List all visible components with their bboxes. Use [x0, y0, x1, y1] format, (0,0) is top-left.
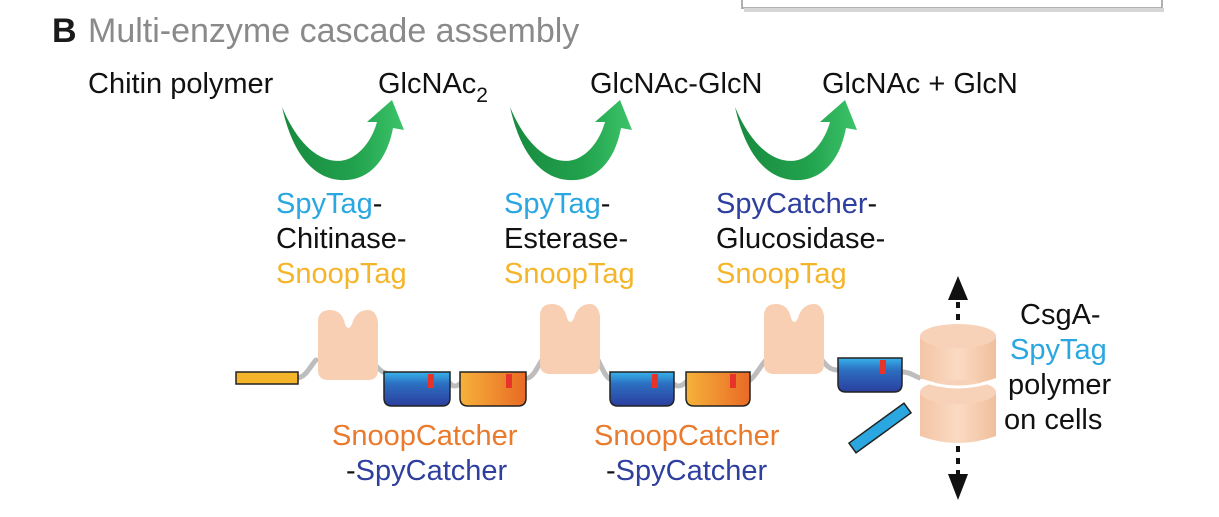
product-glcnac2: GlcNAc2	[378, 68, 488, 107]
enzyme-glucosidase	[764, 304, 824, 374]
csga-line4: on cells	[1004, 404, 1103, 436]
enzyme-1-tag-n: SpyTag-	[276, 188, 383, 220]
csga-fiber	[919, 324, 997, 443]
enzyme-3-name: Glucosidase-	[716, 223, 886, 255]
snooptag-bar	[235, 371, 299, 385]
fiber-growth-arrow-down	[948, 446, 968, 500]
enzyme-1-tag-c: SnoopTag	[276, 258, 407, 290]
csga-line3: polymer	[1008, 369, 1112, 401]
substrate-chitin: Chitin polymer	[88, 68, 274, 100]
header-box-edge	[741, 0, 1164, 12]
fiber-growth-arrow-up	[948, 276, 968, 320]
spycatcher-domain-3	[837, 357, 903, 393]
spytag-bar	[847, 402, 913, 454]
panel-title: Multi-enzyme cascade assembly	[88, 12, 580, 50]
snoopcatcher-domain-2	[685, 371, 751, 407]
linker-2-line1: SnoopCatcher	[594, 420, 780, 452]
enzyme-esterase	[540, 304, 600, 374]
enzyme-2-tag-n: SpyTag-	[504, 188, 611, 220]
csga-line1: CsgA-	[1020, 299, 1101, 331]
enzyme-2-name: Esterase-	[504, 223, 629, 255]
product-glcnac-glcn: GlcNAc-GlcN	[590, 68, 763, 100]
product-glcnac-glcn-mono: GlcNAc + GlcN	[822, 68, 1018, 100]
enzyme-2-tag-c: SnoopTag	[504, 258, 635, 290]
enzyme-3-tag-c: SnoopTag	[716, 258, 847, 290]
reaction-arrow-2	[510, 100, 632, 181]
linker-2-line2: -SpyCatcher	[606, 455, 768, 487]
spycatcher-domain-1	[383, 371, 451, 407]
snoopcatcher-domain-1	[459, 371, 527, 407]
enzyme-chitinase	[318, 310, 378, 380]
reaction-arrow-1	[282, 100, 404, 181]
reaction-arrow-3	[735, 100, 857, 181]
csga-line2: SpyTag	[1010, 334, 1107, 366]
panel-letter: B	[52, 12, 77, 50]
linker-1-line2: -SpyCatcher	[346, 455, 508, 487]
linker-1-line1: SnoopCatcher	[332, 420, 518, 452]
enzyme-3-tag-n: SpyCatcher-	[716, 188, 878, 220]
enzyme-1-name: Chitinase-	[276, 223, 407, 255]
spycatcher-domain-2	[609, 371, 675, 407]
